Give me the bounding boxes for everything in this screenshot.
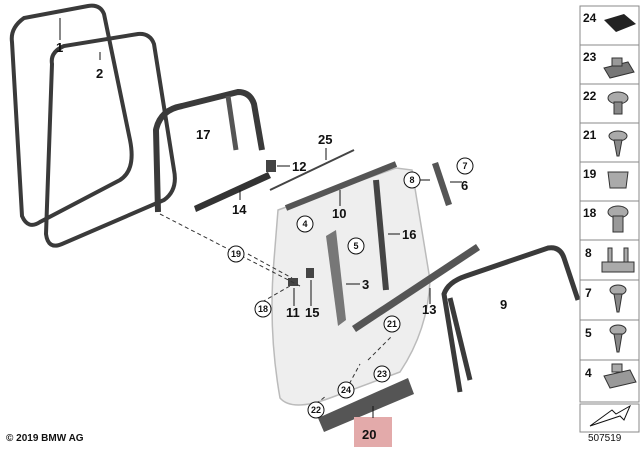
part-18-cell[interactable]: 18 xyxy=(583,205,629,233)
callout-12: 12 xyxy=(292,159,306,174)
svg-text:24: 24 xyxy=(341,385,351,395)
svg-text:5: 5 xyxy=(585,326,592,340)
svg-text:21: 21 xyxy=(387,319,397,329)
svg-text:7: 7 xyxy=(585,286,592,300)
callout-6: 6 xyxy=(461,178,468,193)
callout-15: 15 xyxy=(305,305,319,320)
svg-text:7: 7 xyxy=(462,161,467,171)
callout-24-circle: 24 xyxy=(337,381,355,399)
part-19-cell[interactable]: 19 xyxy=(583,167,629,189)
svg-text:22: 22 xyxy=(311,405,321,415)
callout-5-circle: 5 xyxy=(347,237,365,255)
part-22-cell[interactable]: 22 xyxy=(583,89,629,115)
belt-strip-13[interactable] xyxy=(352,244,480,332)
svg-text:24: 24 xyxy=(583,11,597,25)
arrow-icon xyxy=(589,404,632,427)
copyright: © 2019 BMW AG xyxy=(6,433,84,444)
lower-trim-20[interactable] xyxy=(318,378,414,432)
callout-3: 3 xyxy=(362,277,369,292)
window-channel-10[interactable] xyxy=(284,161,398,211)
callout-21-circle: 21 xyxy=(383,315,401,333)
part-4-cell[interactable]: 4 xyxy=(585,363,637,389)
corner-trim-6[interactable] xyxy=(432,162,452,206)
svg-text:4: 4 xyxy=(302,219,307,229)
callout-2: 2 xyxy=(96,66,103,81)
highlight-20 xyxy=(354,417,392,447)
rubber-pad-icon xyxy=(604,14,636,32)
svg-text:19: 19 xyxy=(583,167,597,181)
svg-text:19: 19 xyxy=(231,249,241,259)
callout-4-circle: 4 xyxy=(296,215,314,233)
part-5-cell[interactable]: 5 xyxy=(585,324,627,353)
svg-text:23: 23 xyxy=(583,50,597,64)
svg-text:8: 8 xyxy=(409,175,414,185)
svg-text:18: 18 xyxy=(583,206,597,220)
clip-icon xyxy=(607,171,629,189)
svg-text:23: 23 xyxy=(377,369,387,379)
callout-14: 14 xyxy=(232,202,247,217)
svg-text:5: 5 xyxy=(353,241,358,251)
clip-12[interactable] xyxy=(266,160,276,172)
pillar-cover-3[interactable] xyxy=(326,230,346,326)
callout-19-circle: 19 xyxy=(227,245,245,263)
callout-9: 9 xyxy=(500,297,507,312)
svg-text:18: 18 xyxy=(258,304,268,314)
window-frame-9[interactable] xyxy=(441,245,581,393)
bracket-icon xyxy=(601,247,635,273)
part-7-cell[interactable]: 7 xyxy=(585,284,627,313)
callout-22-circle: 22 xyxy=(307,401,325,419)
part-24-cell[interactable]: 24 xyxy=(583,11,636,32)
callout-8-circle: 8 xyxy=(403,171,421,189)
callout-25: 25 xyxy=(318,132,332,147)
roof-strip-25[interactable] xyxy=(269,149,355,191)
svg-text:4: 4 xyxy=(585,366,592,380)
part-8-cell[interactable]: 8 xyxy=(585,246,635,273)
callout-10: 10 xyxy=(332,206,346,221)
svg-text:8: 8 xyxy=(585,246,592,260)
door-seal-1[interactable] xyxy=(9,3,134,227)
callout-18-circle: 18 xyxy=(254,300,272,318)
diagram-number: 507519 xyxy=(588,433,622,444)
callout-13: 13 xyxy=(422,302,436,317)
arrow-box xyxy=(579,403,640,433)
callout-16: 16 xyxy=(402,227,416,242)
window-guide-16[interactable] xyxy=(373,179,389,291)
part-21-cell[interactable]: 21 xyxy=(583,128,628,157)
svg-text:21: 21 xyxy=(583,128,597,142)
bracket-15[interactable] xyxy=(306,268,314,278)
door-seal-2[interactable] xyxy=(43,31,177,248)
callout-20: 20 xyxy=(362,427,376,442)
callout-1: 1 xyxy=(56,40,63,55)
callout-11: 11 xyxy=(286,305,300,320)
callout-23-circle: 23 xyxy=(373,365,391,383)
callout-7-circle: 7 xyxy=(456,157,474,175)
callout-17: 17 xyxy=(196,127,210,142)
svg-text:22: 22 xyxy=(583,89,597,103)
trim-strip-14[interactable] xyxy=(194,172,271,212)
part-23-cell[interactable]: 23 xyxy=(583,50,635,79)
window-frame-trim-17[interactable] xyxy=(152,88,265,213)
